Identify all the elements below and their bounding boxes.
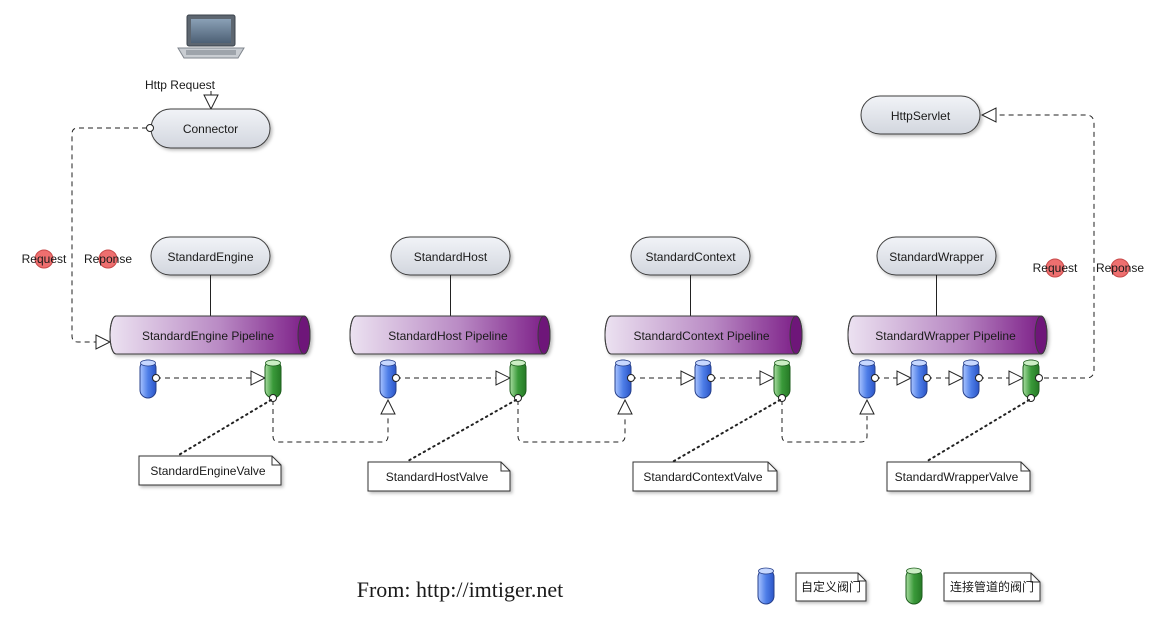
connector-port bbox=[146, 124, 154, 132]
legend-basic-valve-icon bbox=[905, 567, 923, 605]
legend: 自定义阀门 连接管道的阀门 bbox=[757, 567, 1041, 605]
standardcontext-valve-port-0 bbox=[627, 374, 635, 382]
httpservlet-node bbox=[860, 95, 981, 135]
standardcontext-valve-arrow-0 bbox=[680, 370, 697, 386]
source-footer: From: http://imtiger.net bbox=[357, 577, 564, 602]
standardwrapper-pipeline bbox=[847, 315, 1048, 355]
standardengine-pipeline-label: StandardEngine Pipeline bbox=[142, 329, 274, 343]
standardengine-to-next-link bbox=[272, 400, 389, 443]
standardwrapper-custom-valve-3 bbox=[962, 359, 980, 399]
legend-custom-valve-label: 自定义阀门 bbox=[801, 579, 861, 594]
request-arrow bbox=[203, 91, 219, 111]
standardwrapper-custom-valve-2 bbox=[910, 359, 928, 399]
standardwrapper-valve-port-2 bbox=[975, 374, 983, 382]
standardwrapper-custom-valve-1 bbox=[858, 359, 876, 399]
standardwrapper-valve-note bbox=[886, 461, 1031, 492]
standardhost-basic-valve bbox=[509, 359, 527, 399]
legend-basic-valve-label: 连接管道的阀门 bbox=[950, 579, 1034, 594]
standardengine-pipeline bbox=[109, 315, 311, 355]
standardengine-valve-port-0 bbox=[152, 374, 160, 382]
laptop-icon bbox=[177, 14, 245, 59]
standardhost-to-next-arrow bbox=[617, 398, 633, 415]
standardengine-to-next-arrow bbox=[380, 398, 396, 415]
standardcontext-custom-valve-1 bbox=[614, 359, 632, 399]
legend-custom-valve-note bbox=[795, 572, 867, 602]
connector-to-engine-link bbox=[71, 127, 147, 343]
response-marker-left bbox=[98, 249, 118, 269]
legend-custom-valve-icon bbox=[757, 567, 775, 605]
standardhost-valve-arrow-0 bbox=[495, 370, 512, 386]
standardhost-to-next-link bbox=[517, 400, 626, 443]
response-marker-right bbox=[1110, 258, 1130, 278]
servlet-arrowhead bbox=[980, 107, 997, 123]
standardwrapper-valve-arrow-0 bbox=[896, 370, 913, 386]
standardhost-valve-port-0 bbox=[392, 374, 400, 382]
standardhost-valve-note bbox=[367, 461, 511, 492]
standardcontext-valve-note bbox=[632, 461, 778, 492]
response-label-left: Reponse bbox=[84, 252, 132, 266]
standardhost-label: StandardHost bbox=[414, 250, 488, 264]
standardhost-pipeline bbox=[349, 315, 551, 355]
http-request-label: Http Request bbox=[145, 78, 216, 92]
standardhost-valve-note-link bbox=[405, 399, 517, 463]
standardwrapper-valve-note-link bbox=[924, 399, 1030, 463]
standardcontext-valve-arrow-1 bbox=[759, 370, 776, 386]
standardwrapper-valve-label: StandardWrapperValve bbox=[895, 470, 1019, 484]
standardcontext-basic-valve bbox=[773, 359, 791, 399]
wrapper-basic-valve-out-port bbox=[1035, 374, 1043, 382]
standardcontext-to-next-link bbox=[781, 400, 868, 443]
httpservlet-label: HttpServlet bbox=[891, 109, 951, 123]
standardwrapper-valve-port-0 bbox=[871, 374, 879, 382]
standardcontext-valve-port-1 bbox=[707, 374, 715, 382]
standardengine-valve-note bbox=[138, 455, 282, 486]
standardengine-label: StandardEngine bbox=[167, 250, 253, 264]
request-marker-left bbox=[34, 249, 54, 269]
standardwrapper-pipeline-label: StandardWrapper Pipeline bbox=[875, 329, 1016, 343]
standardwrapper-valve-arrow-1 bbox=[948, 370, 965, 386]
standardwrapper-valve-port-1 bbox=[923, 374, 931, 382]
legend-basic-valve-note bbox=[943, 572, 1041, 602]
standardengine-valve-label: StandardEngineValve bbox=[150, 464, 266, 478]
standardwrapper-basic-valve bbox=[1022, 359, 1040, 399]
standardengine-valve-arrow-0 bbox=[250, 370, 267, 386]
standardhost-pipeline-label: StandardHost Pipeline bbox=[388, 329, 508, 343]
connector-label: Connector bbox=[183, 122, 238, 136]
standardhost-valve-label: StandardHostValve bbox=[386, 470, 489, 484]
response-label-right: Reponse bbox=[1096, 261, 1144, 275]
standardwrapper-label: StandardWrapper bbox=[889, 250, 984, 264]
standardcontext-valve-label: StandardContextValve bbox=[643, 470, 763, 484]
standardwrapper-valve-arrow-2 bbox=[1008, 370, 1025, 386]
standardcontext-pipeline bbox=[604, 315, 803, 355]
standardcontext-to-next-arrow bbox=[859, 398, 875, 415]
request-marker-right bbox=[1045, 258, 1065, 278]
standardcontext-valve-note-link bbox=[671, 399, 781, 463]
standardcontext-label: StandardContext bbox=[645, 250, 736, 264]
standardcontext-pipeline-label: StandardContext Pipeline bbox=[633, 329, 769, 343]
request-label-left: Request bbox=[22, 252, 67, 266]
standardengine-basic-valve bbox=[264, 359, 282, 399]
request-label-right: Request bbox=[1033, 261, 1078, 275]
standardengine-valve-note-link bbox=[176, 399, 272, 457]
engine-pipeline-arrowhead bbox=[95, 334, 112, 350]
